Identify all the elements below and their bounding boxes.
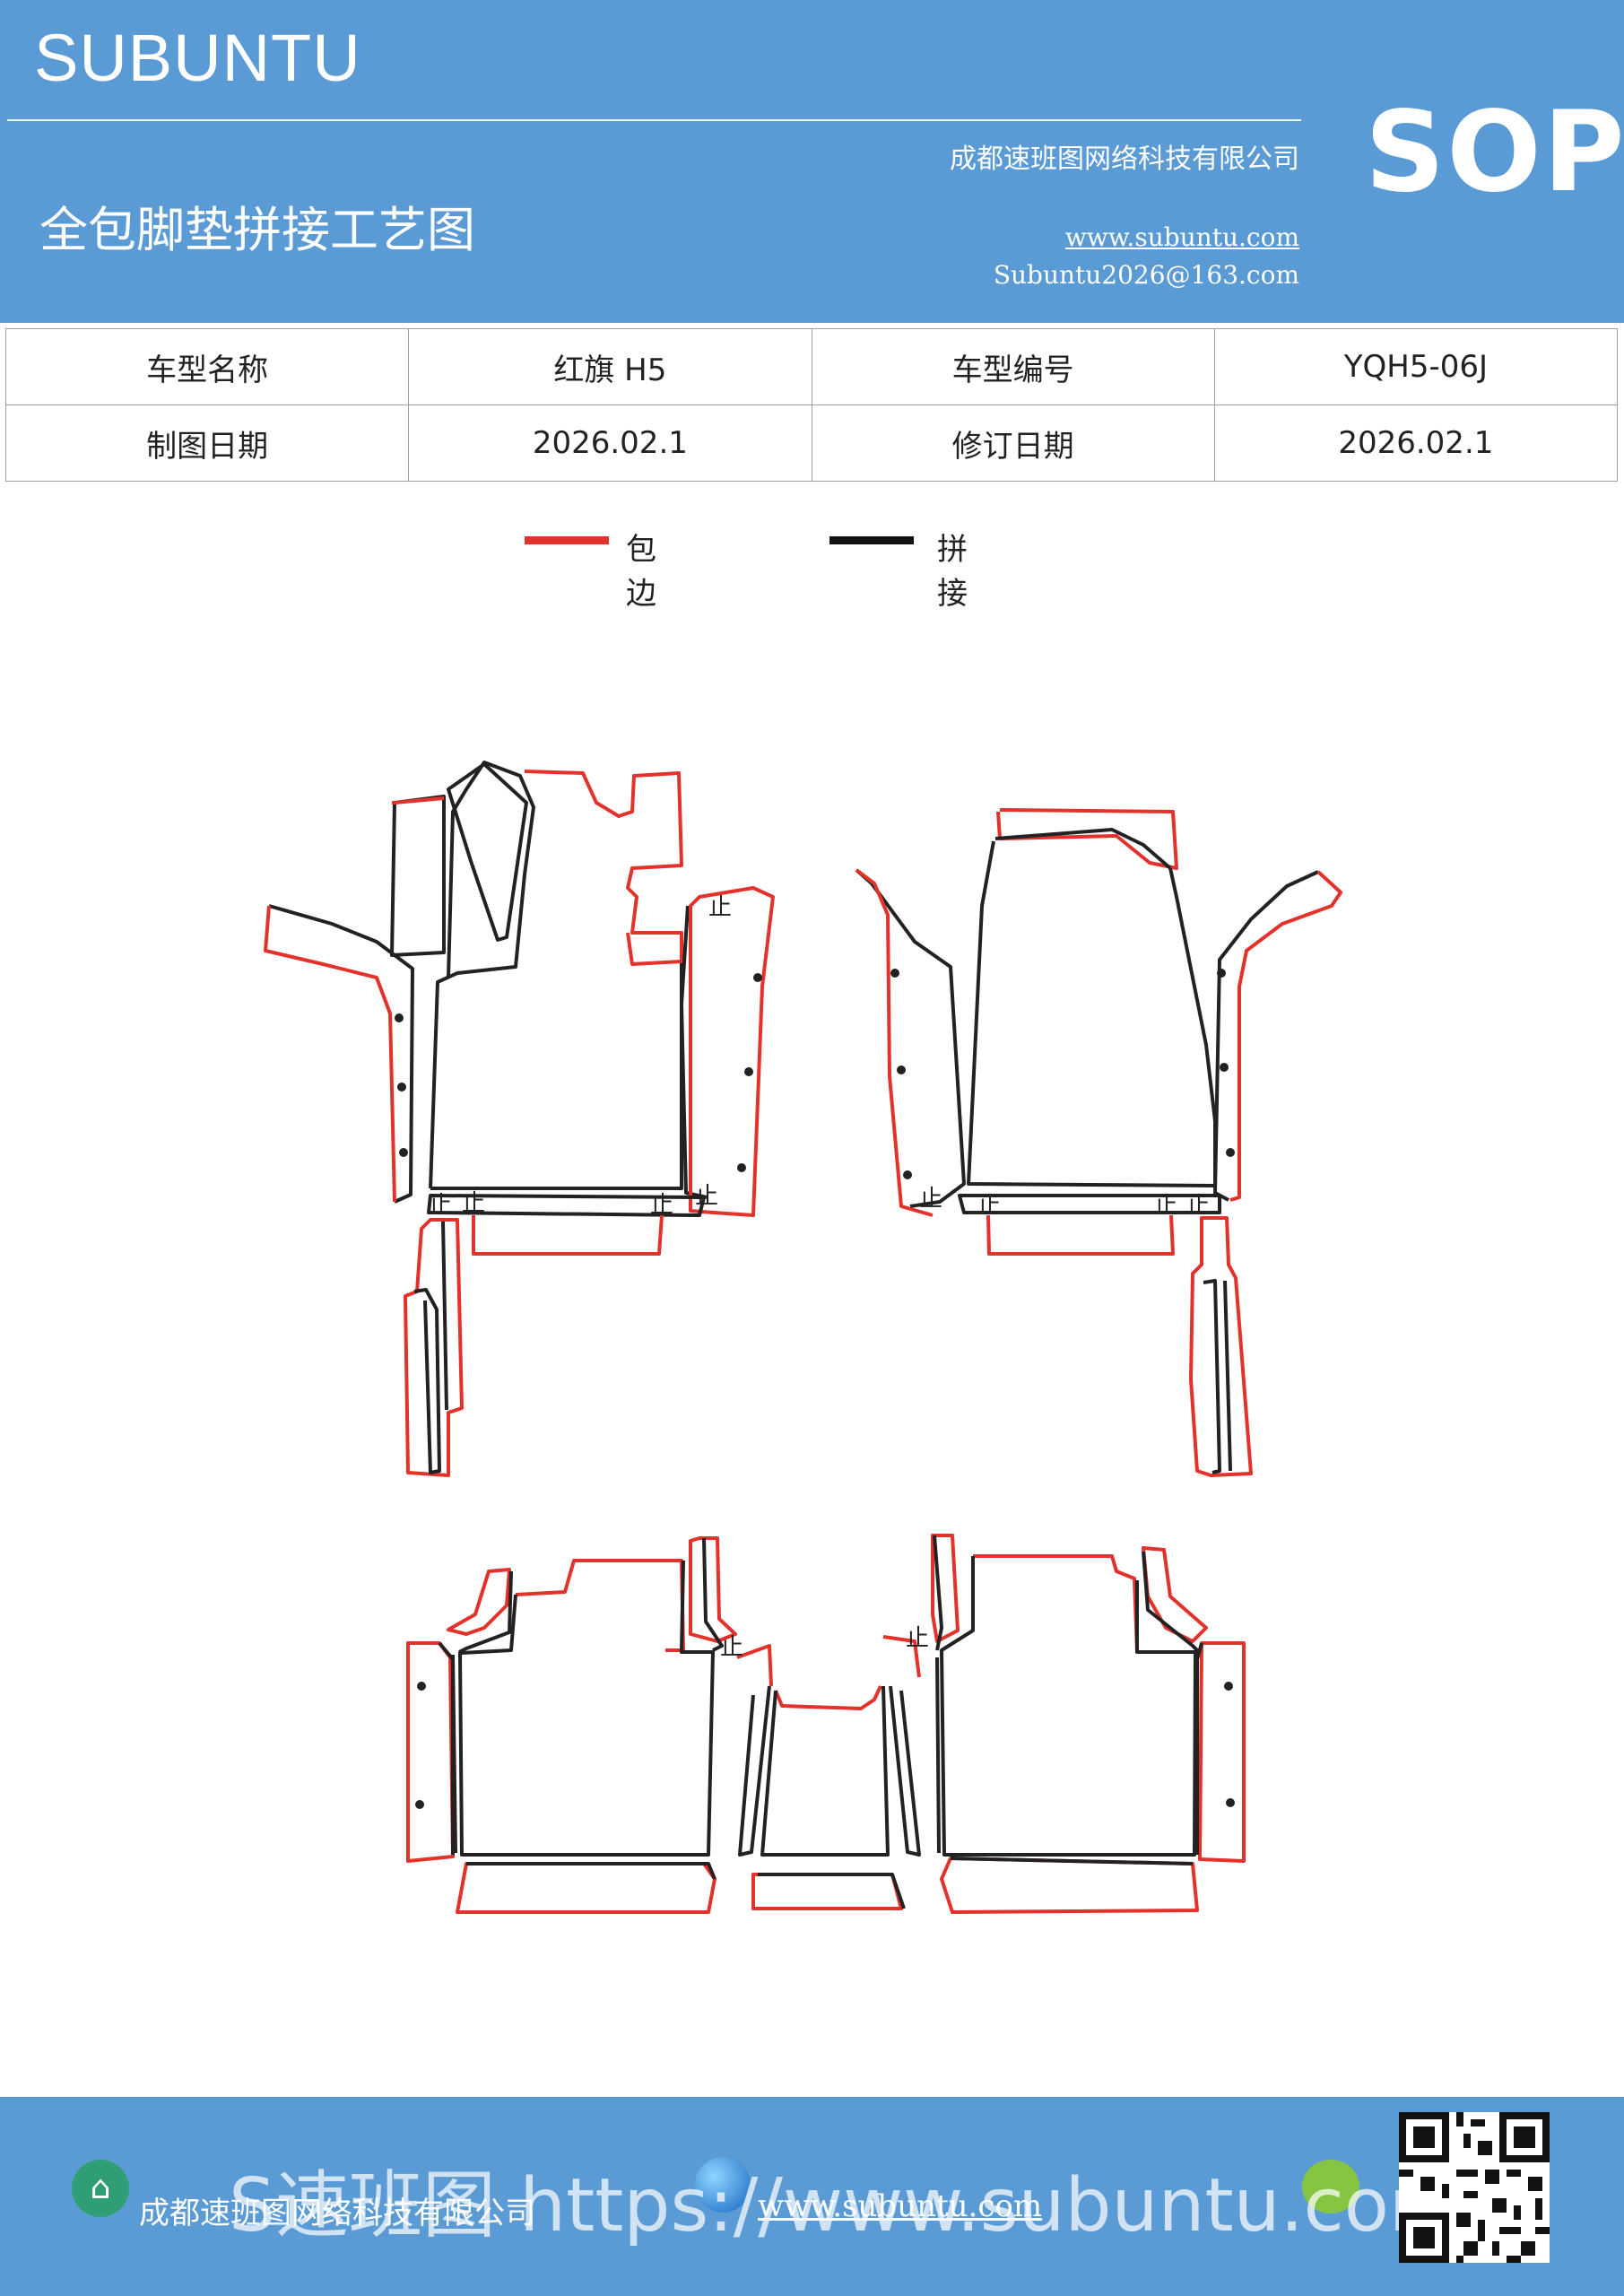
mat-piece-main: [967, 840, 1217, 1187]
stop-marker: 止: [650, 1192, 673, 1219]
footer-company: 成都速班图网络科技有限公司: [139, 2196, 535, 2231]
legend-label: 拼接: [937, 532, 968, 612]
table-row: 车型名称 红旗 H5 车型编号 YQH5-06J: [4, 328, 1619, 405]
footer-website-link[interactable]: www.subuntu.com: [758, 2188, 1043, 2224]
table-row: 制图日期 2026.02.1 修订日期 2026.02.1: [4, 404, 1619, 482]
qr-code[interactable]: [1399, 2112, 1550, 2263]
driver-mat-group: [264, 761, 775, 1477]
legend-swatch-black: [829, 536, 914, 544]
mat-piece-diag: [447, 762, 528, 942]
stop-marker: 止: [708, 894, 732, 921]
mat-piece-rear-left-side: [406, 1641, 455, 1863]
mat-piece-side: [855, 868, 966, 1208]
building-icon: ⌂: [72, 2160, 129, 2217]
label-model-code: 车型编号: [811, 328, 1215, 405]
wechat-icon[interactable]: [1302, 2160, 1359, 2213]
footer-watermark-text: S速班图 https://www.subuntu.com: [229, 2163, 1461, 2248]
mat-piece-main: [429, 761, 535, 1189]
mat-piece-strip: [390, 795, 446, 957]
passenger-mat-group: [855, 808, 1342, 1477]
value-revision-date: 2026.02.1: [1213, 404, 1619, 482]
stop-marker: 止: [462, 1190, 485, 1217]
mat-piece-tunnel: [774, 1685, 882, 1710]
brand-logo: SUBUNTU: [34, 21, 361, 95]
mat-piece-wing: [268, 904, 414, 1204]
stop-marker: 止: [720, 1634, 743, 1661]
mat-piece-bottom: [958, 1194, 1221, 1214]
stop-marker: 止: [1186, 1193, 1210, 1220]
sop-badge: SOP: [1365, 88, 1624, 217]
info-table: 车型名称 红旗 H5 车型编号 YQH5-06J 制图日期 2026.02.1 …: [4, 328, 1619, 482]
mat-piece-side: [680, 905, 708, 1199]
header-banner: [0, 0, 1624, 323]
rear-mat-group: [406, 1534, 1246, 1914]
value-drawing-date: 2026.02.1: [408, 404, 812, 482]
label-revision-date: 修订日期: [811, 404, 1215, 482]
mat-piece-rear-left: [515, 1559, 685, 1652]
label-model-name: 车型名称: [4, 328, 410, 405]
stop-marker: 止: [977, 1193, 1001, 1220]
mat-piece-top: [996, 808, 1178, 870]
stop-marker: 止: [919, 1186, 942, 1213]
document-title: 全包脚垫拼接工艺图: [39, 202, 475, 258]
mat-piece-door: [404, 1218, 464, 1477]
mat-piece-bottom: [427, 1194, 706, 1217]
email-address: Subuntu2026@163.com: [993, 260, 1299, 290]
website-link[interactable]: www.subuntu.com: [1064, 222, 1299, 252]
header-divider: [7, 119, 1301, 121]
splice-markers: 止 止 止 止 止 止 止 止 止 止 止: [429, 894, 1210, 1661]
legend-swatch-red: [525, 536, 609, 544]
mat-piece-rear-right-side: [1198, 1641, 1246, 1863]
globe-icon: [695, 2157, 751, 2213]
stop-marker: 止: [695, 1183, 718, 1210]
stop-marker: 止: [1154, 1193, 1177, 1220]
value-model-code: YQH5-06J: [1213, 328, 1619, 405]
legend-label: 包边: [626, 532, 656, 612]
value-model-name: 红旗 H5: [408, 328, 812, 405]
stop-marker: 止: [429, 1192, 452, 1219]
label-drawing-date: 制图日期: [4, 404, 410, 482]
mat-piece-rear-right: [973, 1554, 1139, 1653]
mat-piece-door: [1189, 1216, 1253, 1477]
stop-marker: 止: [906, 1625, 929, 1652]
company-name: 成都速班图网络科技有限公司: [950, 144, 1299, 175]
